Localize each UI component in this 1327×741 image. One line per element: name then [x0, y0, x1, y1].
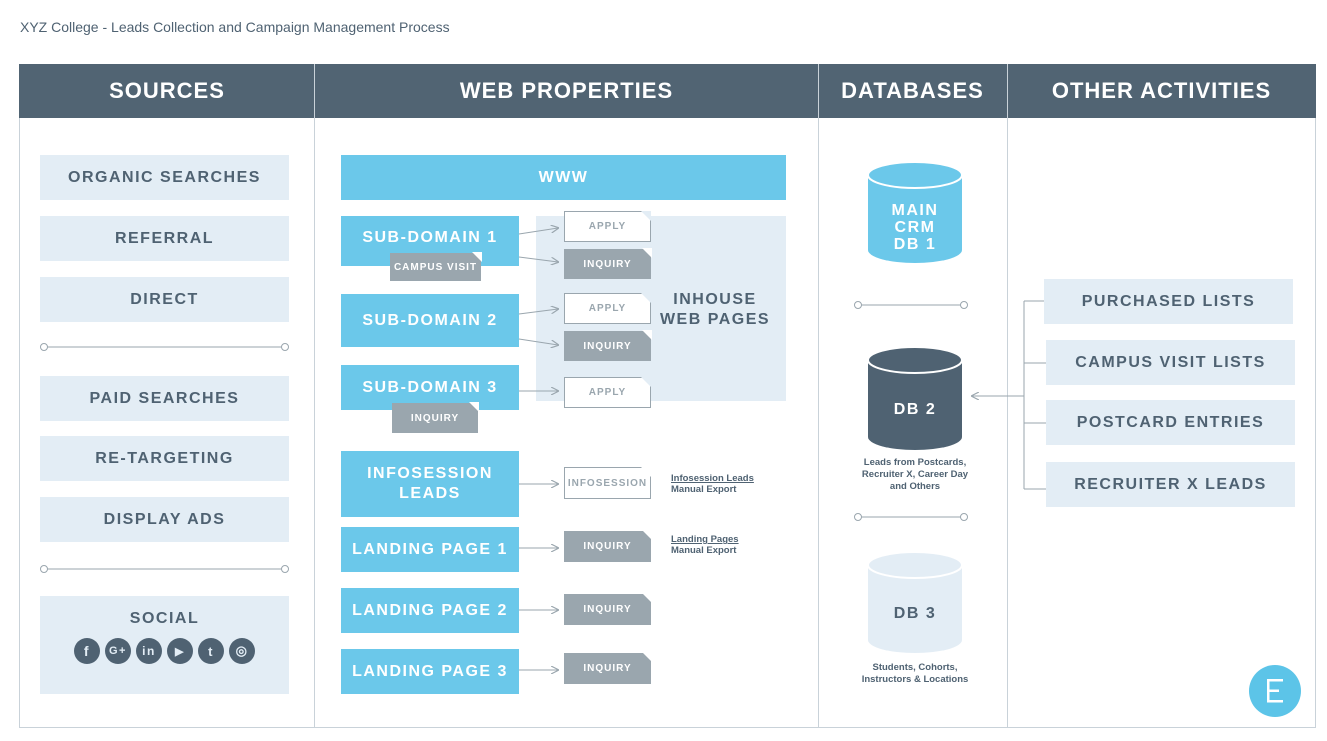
page-title: XYZ College - Leads Collection and Campa…	[20, 19, 450, 35]
apply-tag: APPLY	[564, 211, 651, 242]
db3-cylinder: DB 3	[867, 551, 963, 653]
www-box: WWW	[341, 155, 786, 200]
header-other-activities: OTHER ACTIVITIES	[1007, 64, 1316, 118]
google-plus-icon: G+	[105, 638, 131, 664]
source-organic-searches: ORGANIC SEARCHES	[40, 155, 289, 200]
instagram-icon: ◎	[229, 638, 255, 664]
database-divider	[854, 301, 968, 309]
infosession-note: Infosession Leads Manual Export	[671, 473, 754, 495]
apply-tag: APPLY	[564, 293, 651, 324]
facebook-icon: f	[74, 638, 100, 664]
column-divider	[818, 64, 819, 728]
header-web-properties: WEB PROPERTIES	[315, 64, 818, 118]
linkedin-icon: in	[136, 638, 162, 664]
database-divider	[854, 513, 968, 521]
db1-label-main: MAIN	[892, 202, 939, 219]
db3-caption-line: Students, Cohorts,	[872, 662, 958, 673]
landing-pages-note: Landing Pages Manual Export	[671, 534, 739, 556]
source-display-ads: DISPLAY ADS	[40, 497, 289, 542]
source-divider	[40, 343, 289, 351]
inquiry-tag: INQUIRY	[564, 652, 652, 684]
db2-caption-line: and Others	[889, 481, 941, 492]
inquiry-tag: INQUIRY	[564, 330, 652, 361]
db3-label: DB 3	[894, 605, 936, 622]
landing-page-1-box: LANDING PAGE 1	[341, 527, 519, 572]
db1-label-db1: DB 1	[894, 236, 936, 253]
landing-pages-note-sub: Manual Export	[671, 545, 737, 556]
infosession-note-title: Infosession Leads	[671, 473, 754, 484]
twitter-icon: t	[198, 638, 224, 664]
db3-caption-line: Instructors & Locations	[861, 674, 969, 685]
source-re-targeting: RE-TARGETING	[40, 436, 289, 481]
inhouse-web-pages-label: INHOUSE WEB PAGES	[659, 291, 771, 328]
social-label: SOCIAL	[129, 610, 200, 627]
header-sources: SOURCES	[19, 64, 315, 118]
source-direct: DIRECT	[40, 277, 289, 322]
e-logo-icon	[1249, 665, 1301, 717]
landing-page-2-box: LANDING PAGE 2	[341, 588, 519, 633]
inquiry-tag: INQUIRY	[564, 593, 652, 625]
db3-caption: Students, Cohorts, Instructors & Locatio…	[823, 662, 1007, 686]
db1-label-crm: CRM	[895, 219, 936, 236]
inquiry-tag: INQUIRY	[564, 248, 652, 279]
infosession-tag: INFOSESSION	[564, 467, 651, 499]
landing-page-3-box: LANDING PAGE 3	[341, 649, 519, 694]
campus-visit-lists-box: CAMPUS VISIT LISTS	[1046, 340, 1295, 385]
campus-visit-tag: CAMPUS VISIT	[390, 252, 482, 281]
source-referral: REFERRAL	[40, 216, 289, 261]
db2-cylinder: DB 2	[867, 346, 963, 450]
infosession-leads-box: INFOSESSION LEADS	[341, 451, 519, 517]
social-icons: f G+ in ▶ t ◎	[74, 638, 255, 664]
landing-pages-note-title: Landing Pages	[671, 534, 739, 545]
recruiter-x-leads-box: RECRUITER X LEADS	[1046, 462, 1295, 507]
db2-caption: Leads from Postcards, Recruiter X, Caree…	[823, 457, 1007, 493]
source-paid-searches: PAID SEARCHES	[40, 376, 289, 421]
postcard-entries-box: POSTCARD ENTRIES	[1046, 400, 1295, 445]
sub-domain-2-box: SUB-DOMAIN 2	[341, 294, 519, 347]
youtube-icon: ▶	[167, 638, 193, 664]
inquiry-tag: INQUIRY	[564, 530, 652, 562]
other-activities-bracket	[972, 300, 1046, 490]
purchased-lists-box: PURCHASED LISTS	[1044, 279, 1293, 324]
db2-label: DB 2	[894, 401, 936, 418]
sub-domain-3-box: SUB-DOMAIN 3	[341, 365, 519, 410]
header-databases: DATABASES	[818, 64, 1007, 118]
infosession-note-sub: Manual Export	[671, 484, 737, 495]
web-arrows	[518, 228, 558, 670]
column-divider	[314, 64, 315, 728]
apply-tag: APPLY	[564, 377, 651, 408]
source-social: SOCIAL f G+ in ▶ t ◎	[40, 596, 289, 694]
db2-caption-line: Recruiter X, Career Day	[861, 469, 969, 480]
db2-caption-line: Leads from Postcards,	[863, 457, 967, 468]
main-crm-db1-cylinder: MAIN CRM DB 1	[867, 161, 963, 263]
source-divider	[40, 565, 289, 573]
inquiry-tag: INQUIRY	[392, 402, 479, 433]
